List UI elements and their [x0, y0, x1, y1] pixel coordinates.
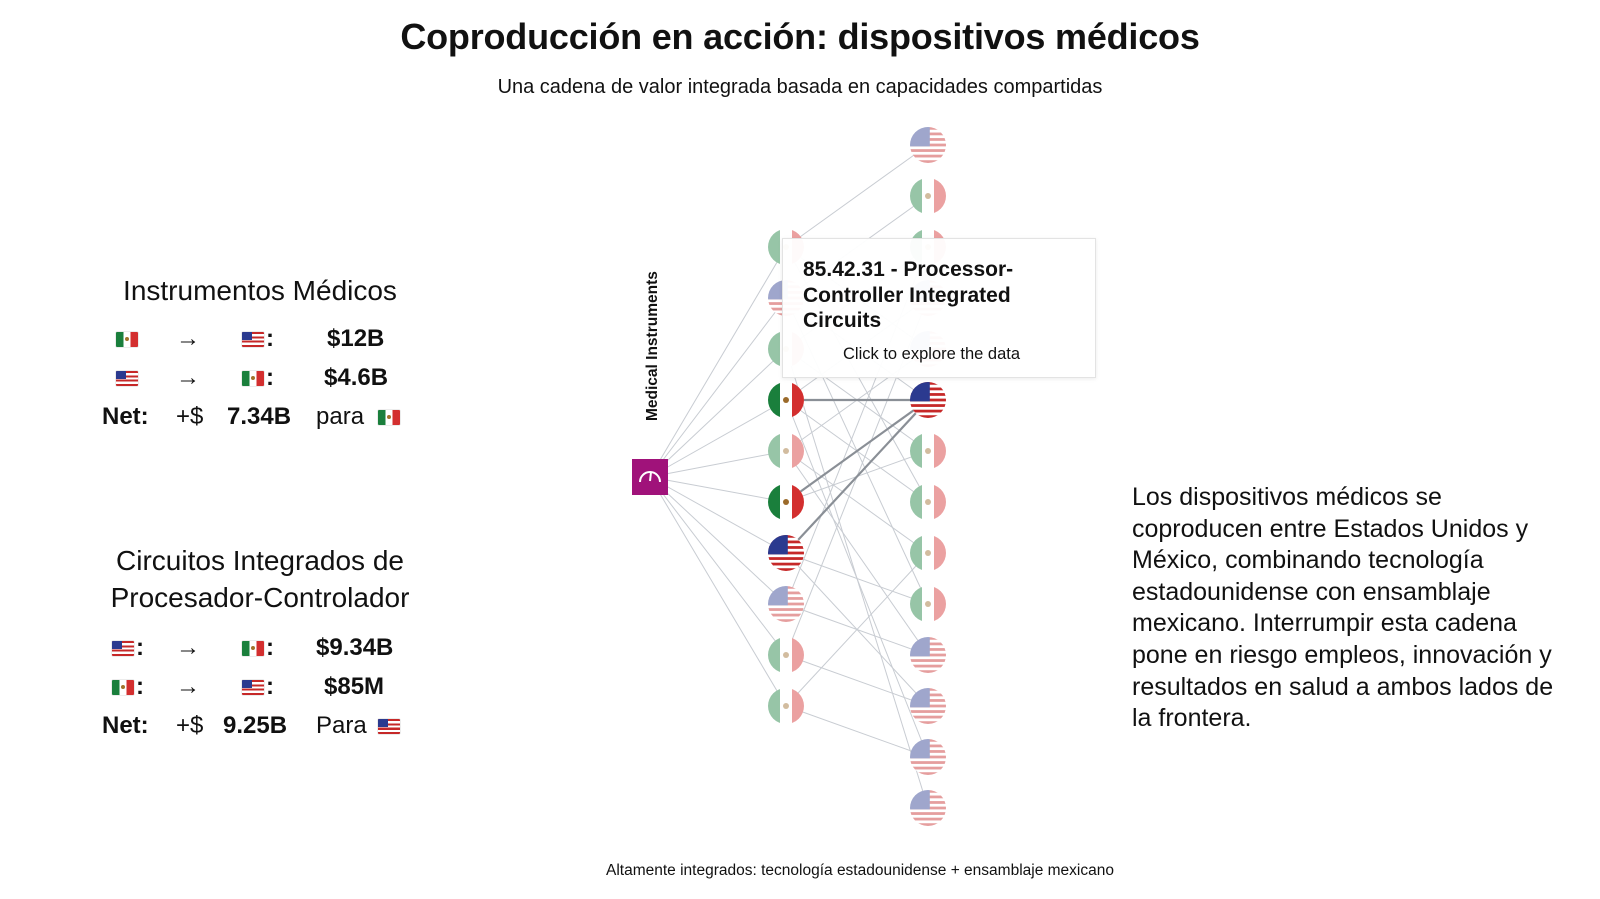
- right-node-us[interactable]: [910, 790, 946, 826]
- highlighted-link: [785, 399, 929, 503]
- panel-title: Circuitos Integrados de Procesador-Contr…: [110, 545, 410, 613]
- panel-medical-instruments: Instrumentos Médicos → : $12B → : $4.6B …: [100, 272, 420, 438]
- trade-amount: $9.34B: [316, 634, 394, 661]
- arrow-icon: →: [176, 325, 200, 352]
- arrow-icon: →: [176, 364, 200, 391]
- root-link: [649, 399, 787, 478]
- chain-link: [785, 552, 929, 707]
- net-amount: 9.25B: [223, 712, 288, 739]
- gauge-icon[interactable]: [632, 459, 668, 495]
- root-link: [649, 476, 787, 503]
- trade-row: → : $12B: [100, 321, 420, 360]
- trade-row: → : $4.6B: [100, 360, 420, 399]
- panel-integrated-circuits: Circuitos Integrados de Procesador-Contr…: [100, 542, 420, 747]
- footnote: Altamente integrados: tecnología estadou…: [606, 862, 1114, 879]
- flag-icon: [112, 641, 134, 656]
- flag-icon: [378, 719, 400, 734]
- right-node-us[interactable]: [910, 127, 946, 163]
- right-node-us[interactable]: [910, 382, 946, 418]
- highlighted-link: [785, 399, 929, 554]
- chain-link: [785, 144, 929, 248]
- network-nodes: [632, 127, 947, 826]
- right-node-us[interactable]: [910, 637, 946, 673]
- flag-icon: [116, 332, 138, 347]
- middle-node-mx[interactable]: [768, 637, 805, 673]
- panel-title: Instrumentos Médicos: [123, 275, 397, 306]
- net-amount: 7.34B: [227, 403, 292, 430]
- chain-link: [785, 450, 929, 656]
- flag-icon: [242, 680, 264, 695]
- root-link: [649, 297, 787, 478]
- right-node-us[interactable]: [910, 739, 946, 775]
- chain-link: [785, 654, 929, 707]
- page-title: Coproducción en acción: dispositivos méd…: [400, 16, 1200, 57]
- trade-row: : → : $85M: [100, 669, 420, 708]
- root-link: [649, 450, 787, 478]
- flag-icon: [378, 410, 400, 425]
- net-row: Net: +$ 9.25B Para: [100, 708, 420, 747]
- root-link: [649, 476, 787, 707]
- root-link: [649, 476, 787, 605]
- trade-row: : → : $9.34B: [100, 630, 420, 669]
- trade-amount: $12B: [327, 325, 385, 352]
- tooltip-hint: Click to explore the data: [843, 345, 1021, 363]
- arrow-icon: →: [176, 673, 200, 700]
- page-subtitle: Una cadena de valor integrada basada en …: [497, 76, 1103, 98]
- middle-node-us[interactable]: [768, 535, 804, 571]
- root-link: [649, 348, 787, 478]
- root-node-label: Medical Instruments: [644, 271, 661, 421]
- chain-link: [785, 399, 929, 758]
- right-node-mx[interactable]: [910, 586, 947, 622]
- middle-node-us[interactable]: [768, 586, 804, 622]
- middle-node-mx[interactable]: [768, 382, 805, 418]
- right-node-mx[interactable]: [910, 433, 947, 469]
- flag-icon: [116, 371, 138, 386]
- flag-icon: [112, 680, 134, 695]
- right-node-mx[interactable]: [910, 484, 947, 520]
- middle-node-mx[interactable]: [768, 688, 805, 724]
- right-node-mx[interactable]: [910, 178, 947, 214]
- root-link: [649, 476, 787, 554]
- middle-node-mx[interactable]: [768, 433, 805, 469]
- right-node-mx[interactable]: [910, 535, 947, 571]
- tooltip-title: 85.42.31 - Processor-Controller Integrat…: [803, 258, 1014, 332]
- middle-node-mx[interactable]: [768, 484, 805, 520]
- chain-link: [785, 705, 929, 758]
- arrow-icon: →: [176, 634, 200, 661]
- trade-amount: $85M: [324, 673, 385, 700]
- flag-icon: [242, 332, 264, 347]
- root-link: [649, 476, 787, 656]
- root-link: [649, 246, 787, 478]
- flag-icon: [242, 371, 264, 386]
- trade-amount: $4.6B: [324, 364, 389, 391]
- chain-link: [785, 450, 929, 554]
- right-node-us[interactable]: [910, 688, 946, 724]
- node-tooltip: 85.42.31 - Processor-Controller Integrat…: [782, 238, 1096, 378]
- net-row: Net: +$ 7.34B para: [100, 399, 420, 438]
- flag-icon: [242, 641, 264, 656]
- description-text: Los dispositivos médicos se coproducen e…: [1132, 483, 1554, 733]
